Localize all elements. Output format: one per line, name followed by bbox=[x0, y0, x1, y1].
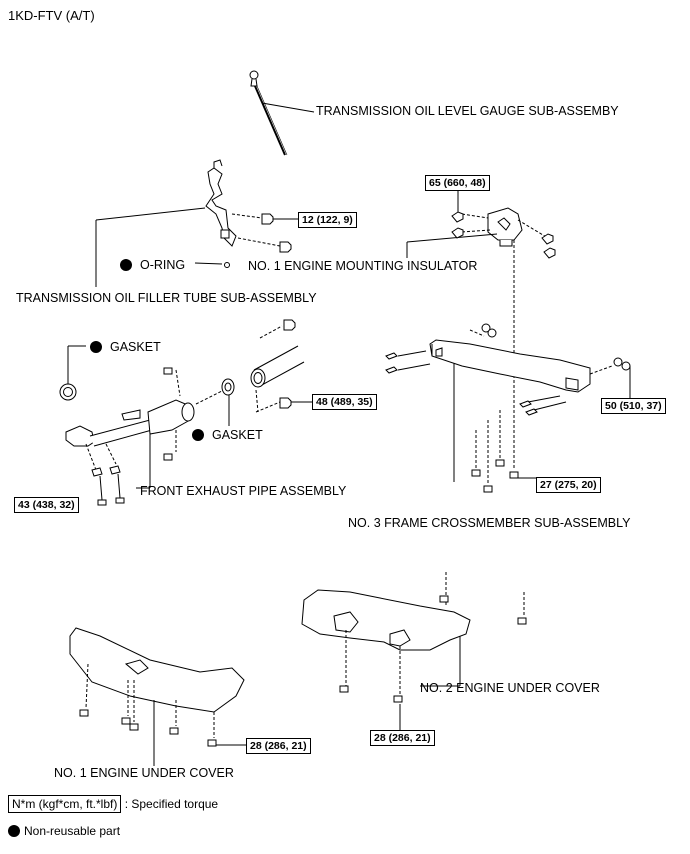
torque-28-cover-2: 28 (286, 21) bbox=[370, 730, 435, 746]
non-reusable-icon bbox=[8, 825, 20, 837]
label-gasket-1: GASKET bbox=[110, 340, 161, 354]
non-reusable-icon bbox=[90, 341, 102, 353]
o-ring-part bbox=[194, 262, 230, 268]
torque-12: 12 (122, 9) bbox=[298, 212, 357, 228]
torque-28-cover-1: 28 (286, 21) bbox=[246, 738, 311, 754]
legend-non-reusable: Non-reusable part bbox=[8, 824, 120, 838]
torque-27: 27 (275, 20) bbox=[536, 477, 601, 493]
legend-torque-unit: N*m (kgf*cm, ft.*lbf) bbox=[8, 795, 122, 813]
torque-48: 48 (489, 35) bbox=[312, 394, 377, 410]
legend-torque: N*m (kgf*cm, ft.*lbf) : Specified torque bbox=[8, 795, 219, 813]
label-frame-crossmember: NO. 3 FRAME CROSSMEMBER SUB-ASSEMBLY bbox=[348, 516, 631, 530]
label-o-ring-row: O-RING bbox=[120, 258, 185, 272]
frame-crossmember bbox=[385, 323, 631, 493]
non-reusable-icon bbox=[192, 429, 204, 441]
label-gasket-1-row: GASKET bbox=[90, 340, 161, 354]
label-under-cover-1: NO. 1 ENGINE UNDER COVER bbox=[54, 766, 234, 780]
oil-filler-tube bbox=[95, 159, 237, 287]
label-o-ring: O-RING bbox=[140, 258, 186, 272]
under-cover-1 bbox=[69, 627, 246, 766]
model-title: 1KD-FTV (A/T) bbox=[8, 8, 95, 23]
non-reusable-icon bbox=[120, 259, 132, 271]
label-gasket-2-row: GASKET bbox=[192, 428, 263, 442]
legend-non-reusable-text: Non-reusable part bbox=[24, 824, 121, 838]
oil-level-gauge bbox=[249, 70, 315, 156]
label-front-exhaust-pipe: FRONT EXHAUST PIPE ASSEMBLY bbox=[140, 484, 347, 498]
torque-65: 65 (660, 48) bbox=[425, 175, 490, 191]
mounting-insulator bbox=[406, 190, 556, 470]
label-oil-filler-tube: TRANSMISSION OIL FILLER TUBE SUB-ASSEMBL… bbox=[16, 291, 317, 305]
label-oil-level-gauge: TRANSMISSION OIL LEVEL GAUGE SUB-ASSEMBY bbox=[316, 104, 619, 118]
under-cover-2 bbox=[301, 572, 527, 730]
label-mounting-insulator: NO. 1 ENGINE MOUNTING INSULATOR bbox=[248, 259, 478, 273]
torque-50: 50 (510, 37) bbox=[601, 398, 666, 414]
label-under-cover-2: NO. 2 ENGINE UNDER COVER bbox=[420, 681, 600, 695]
bolt-12 bbox=[231, 213, 298, 253]
legend-torque-desc: : Specified torque bbox=[124, 797, 219, 811]
front-exhaust-pipe bbox=[59, 319, 312, 506]
torque-43: 43 (438, 32) bbox=[14, 497, 79, 513]
label-gasket-2: GASKET bbox=[212, 428, 263, 442]
